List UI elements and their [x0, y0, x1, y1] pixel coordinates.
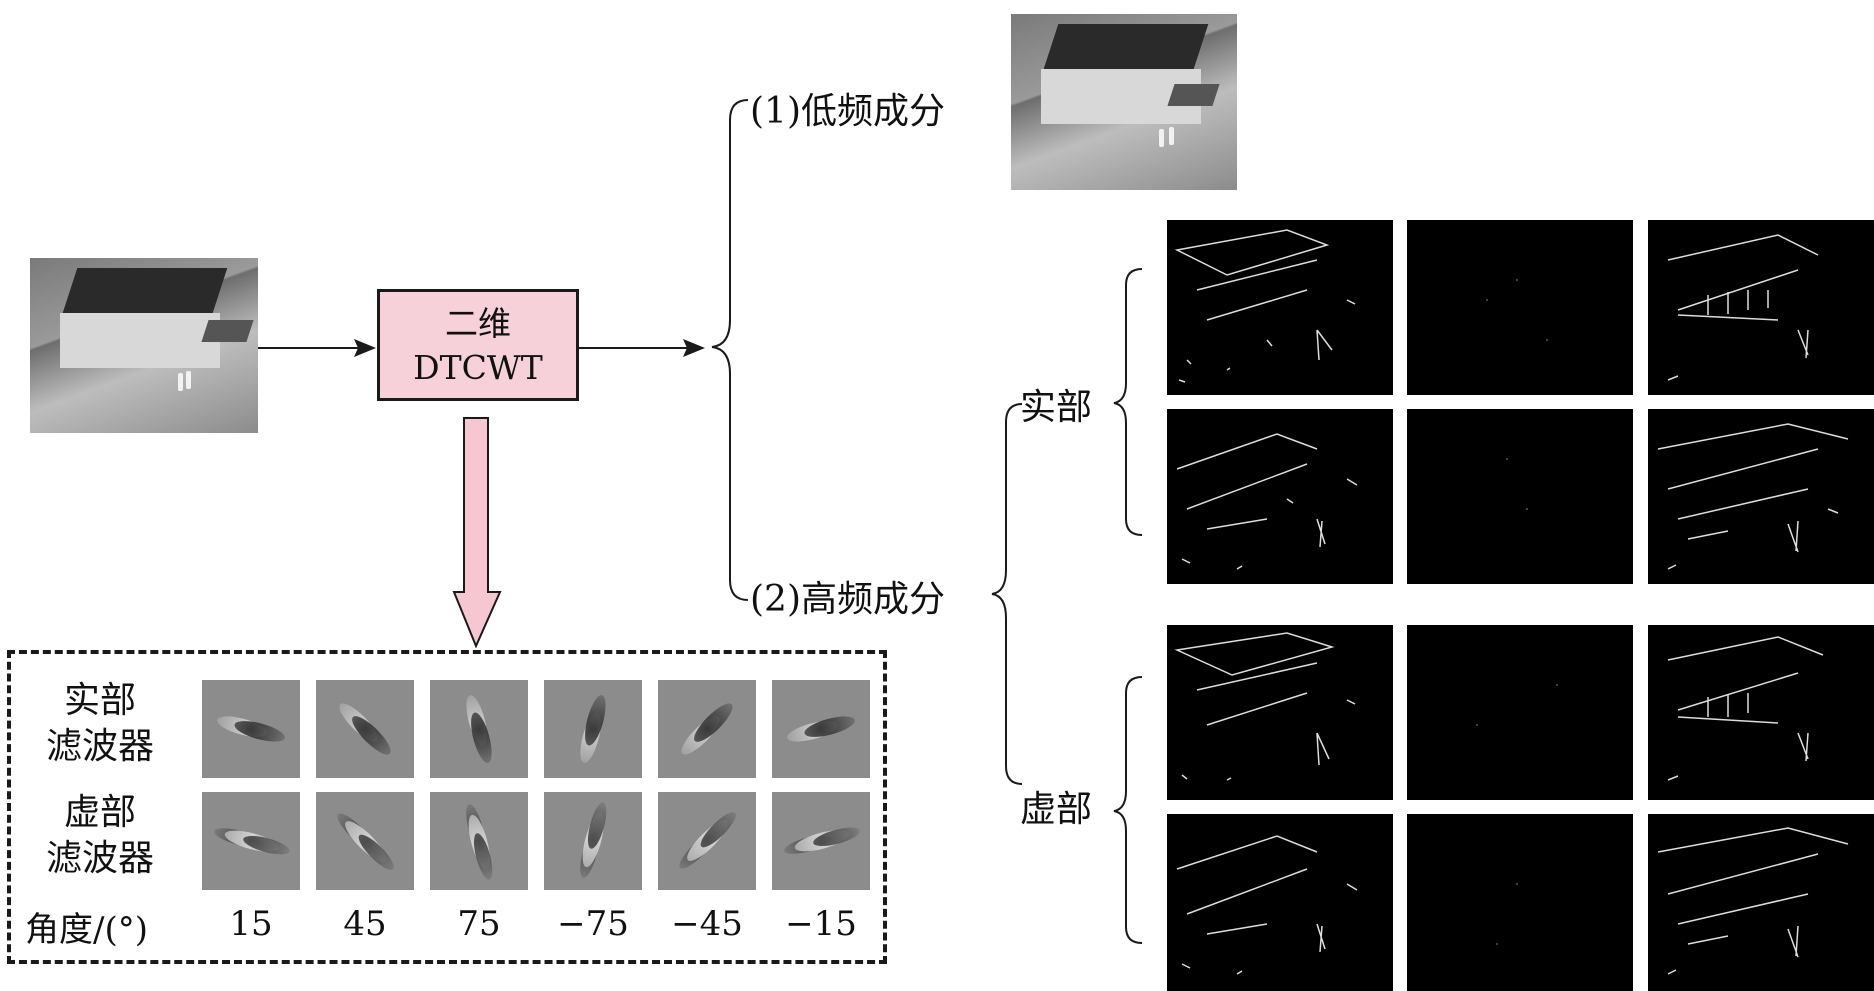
imag-filter-tile [430, 792, 528, 890]
angle-value: −15 [785, 904, 857, 944]
real-filter-tile [772, 680, 870, 778]
imag-filter-label: 虚部 滤波器 [35, 790, 165, 882]
real-filter-label-line2: 滤波器 [45, 726, 154, 767]
imag-part-label: 虚部 [1020, 789, 1093, 830]
high-frequency-label: (2)高频成分 [750, 579, 945, 620]
angle-value: −75 [557, 904, 629, 944]
high-freq-real-tile [1407, 220, 1633, 395]
high-freq-imag-tile [1167, 625, 1393, 800]
high-freq-real-tile [1167, 409, 1393, 584]
imag-filter-tile [544, 792, 642, 890]
real-filter-tile [658, 680, 756, 778]
imag-filter-tile [658, 792, 756, 890]
real-filter-label: 实部 滤波器 [35, 678, 165, 770]
high-freq-imag-tile [1407, 814, 1633, 991]
real-filter-label-line1: 实部 [63, 680, 136, 721]
high-freq-real-tile [1167, 220, 1393, 395]
imag-filter-tile [316, 792, 414, 890]
real-filter-tile [544, 680, 642, 778]
angle-value: 15 [229, 904, 273, 944]
high-freq-real-tile [1648, 220, 1874, 395]
arrow-dtcwt-to-components [579, 339, 705, 357]
imag-filter-tile [202, 792, 300, 890]
imag-filter-tile [772, 792, 870, 890]
angle-label: 角度/(°) [25, 910, 148, 950]
real-filter-tile [202, 680, 300, 778]
low-frequency-label: (1)低频成分 [750, 91, 945, 132]
brace-real [1113, 268, 1143, 536]
high-freq-imag-tile [1407, 625, 1633, 800]
brace-imag [1113, 676, 1143, 944]
real-filter-tile [430, 680, 528, 778]
arrow-input-to-dtcwt [258, 339, 376, 357]
high-freq-imag-tile [1648, 625, 1874, 800]
down-arrow-to-filters [452, 417, 502, 648]
imag-filter-label-line2: 滤波器 [45, 838, 154, 879]
low-frequency-image [1011, 14, 1237, 190]
filter-bank-box [7, 650, 887, 964]
high-freq-imag-tile [1167, 814, 1393, 991]
angle-value: 75 [457, 904, 501, 944]
real-part-label: 实部 [1020, 387, 1093, 428]
real-filter-tile [316, 680, 414, 778]
high-freq-real-tile [1648, 409, 1874, 584]
dtcwt-box-line2: DTCWT [413, 348, 543, 387]
high-freq-imag-tile [1648, 814, 1874, 991]
dtcwt-box: 二维 DTCWT [377, 289, 579, 401]
angle-value: 45 [343, 904, 387, 944]
brace-high [991, 403, 1023, 785]
brace-main [711, 99, 749, 601]
dtcwt-box-line1: 二维 [445, 304, 511, 343]
input-thermal-image [30, 258, 258, 433]
angle-value: −45 [671, 904, 743, 944]
high-freq-real-tile [1407, 409, 1633, 584]
imag-filter-label-line1: 虚部 [63, 792, 136, 833]
